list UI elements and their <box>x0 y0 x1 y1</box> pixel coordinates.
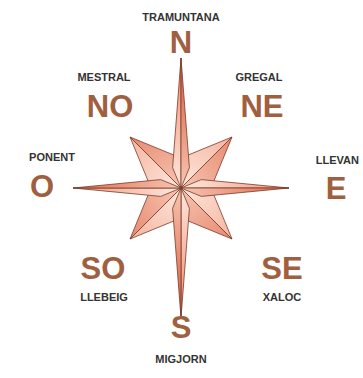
direction-letter: N <box>170 27 192 58</box>
wind-name: LLEVAN <box>316 155 359 166</box>
direction-letter: SO <box>81 253 126 284</box>
direction-letter: O <box>30 171 54 202</box>
wind-name: MESTRAL <box>77 72 130 83</box>
wind-name: PONENT <box>29 152 75 163</box>
wind-name: MIGJORN <box>155 354 206 365</box>
wind-name: GREGAL <box>235 72 282 83</box>
wind-name: TRAMUNTANA <box>142 12 219 23</box>
wind-name: XALOC <box>263 292 302 303</box>
wind-name: LLEBEIG <box>80 292 128 303</box>
direction-letter: SE <box>261 253 302 284</box>
direction-letter: S <box>171 312 192 343</box>
direction-letter: E <box>326 173 347 204</box>
direction-letter: NO <box>87 91 134 122</box>
direction-letter: NE <box>240 91 283 122</box>
